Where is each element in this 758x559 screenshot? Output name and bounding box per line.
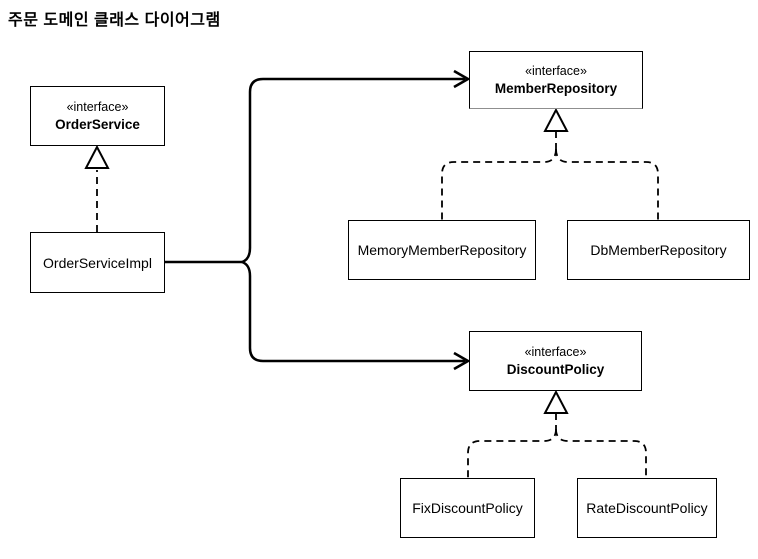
dependency-arrowhead-memberrepository-icon bbox=[453, 69, 471, 89]
diagram-title: 주문 도메인 클래스 다이어그램 bbox=[8, 12, 221, 29]
stereotype-label: «interface» bbox=[66, 100, 129, 114]
edge-realization-dbmemberrepository bbox=[555, 148, 659, 220]
class-name-label: OrderServiceImpl bbox=[43, 254, 152, 271]
class-box-member-repository: «interface» MemberRepository bbox=[469, 51, 643, 109]
class-name-label: MemberRepository bbox=[494, 81, 618, 96]
class-box-db-member-repository: DbMemberRepository bbox=[567, 220, 750, 280]
class-name-label: FixDiscountPolicy bbox=[412, 500, 523, 516]
class-box-discount-policy: «interface» DiscountPolicy bbox=[469, 331, 642, 391]
class-name-label: RateDiscountPolicy bbox=[586, 500, 708, 516]
class-box-rate-discount-policy: RateDiscountPolicy bbox=[577, 478, 717, 538]
class-name-label: OrderService bbox=[55, 117, 140, 132]
class-box-fix-discount-policy: FixDiscountPolicy bbox=[400, 478, 535, 538]
class-box-order-service-impl: OrderServiceImpl bbox=[30, 232, 165, 293]
dependency-arrowhead-discountpolicy-icon bbox=[453, 351, 471, 371]
class-box-order-service: «interface» OrderService bbox=[30, 86, 165, 146]
edge-realization-fixdiscountpolicy bbox=[467, 428, 557, 478]
stereotype-label: «interface» bbox=[525, 64, 587, 78]
realization-triangle-memberrepository-icon bbox=[543, 107, 569, 132]
edge-realization-memorymemberrepository bbox=[441, 148, 557, 220]
edge-dependency-discountpolicy bbox=[241, 260, 465, 363]
realization-triangle-discountpolicy-icon bbox=[543, 389, 569, 414]
class-name-label: DbMemberRepository bbox=[590, 242, 727, 258]
edge-dependency-memberrepository bbox=[241, 77, 465, 264]
stereotype-label: «interface» bbox=[524, 345, 587, 359]
realization-triangle-orderservice-icon bbox=[84, 144, 110, 169]
class-box-memory-member-repository: MemoryMemberRepository bbox=[348, 220, 536, 280]
class-name-label: MemoryMemberRepository bbox=[357, 242, 527, 258]
class-name-label: DiscountPolicy bbox=[506, 362, 605, 377]
edge-realization-ratediscountpolicy bbox=[555, 428, 647, 478]
